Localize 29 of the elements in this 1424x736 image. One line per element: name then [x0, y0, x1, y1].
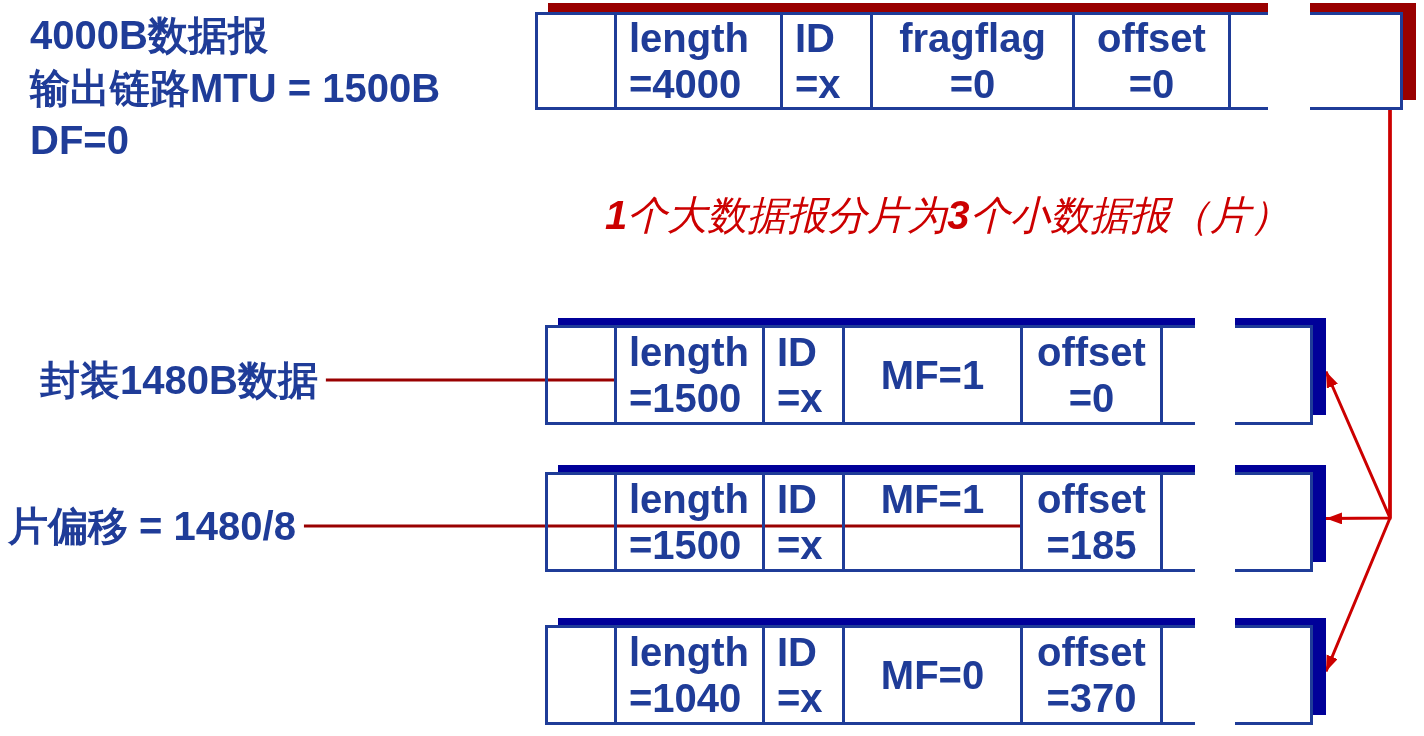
arrow	[1324, 110, 1392, 673]
header-field: offset =370	[1020, 625, 1163, 725]
callout-text: 封装1480B数据	[40, 357, 318, 403]
header-field: MF=1	[842, 472, 1020, 572]
datagram-row	[545, 318, 1326, 425]
header-field: ID =x	[762, 472, 842, 572]
header-field: fragflag =0	[870, 12, 1072, 110]
header-field: length =1500	[614, 472, 762, 572]
header-field: MF=1	[842, 325, 1020, 425]
header-field: MF=0	[842, 625, 1020, 725]
header-field: offset =0	[1072, 12, 1231, 110]
header-field: offset =0	[1020, 325, 1163, 425]
datagram-row	[545, 618, 1326, 725]
leader-line	[325, 378, 614, 382]
header-field: ID =x	[762, 325, 842, 425]
header-field: ID =x	[762, 625, 842, 725]
header-field: length =1040	[614, 625, 762, 725]
note-text: 输出链路MTU = 1500B	[30, 65, 441, 111]
header-field: length =4000	[614, 12, 780, 110]
leader-line	[303, 524, 1020, 528]
header-field: length =1500	[614, 325, 762, 425]
note-text: 4000B数据报	[30, 12, 268, 58]
datagram-row	[545, 465, 1326, 572]
note-text: DF=0	[30, 117, 129, 163]
callout-text: 片偏移 = 1480/8	[8, 503, 296, 549]
header-field: ID =x	[780, 12, 870, 110]
datagram-row	[535, 3, 1416, 110]
header-field: offset =185	[1020, 472, 1163, 572]
annotation-text: 1个大数据报分片为3个小数据报（片）	[605, 192, 1290, 238]
